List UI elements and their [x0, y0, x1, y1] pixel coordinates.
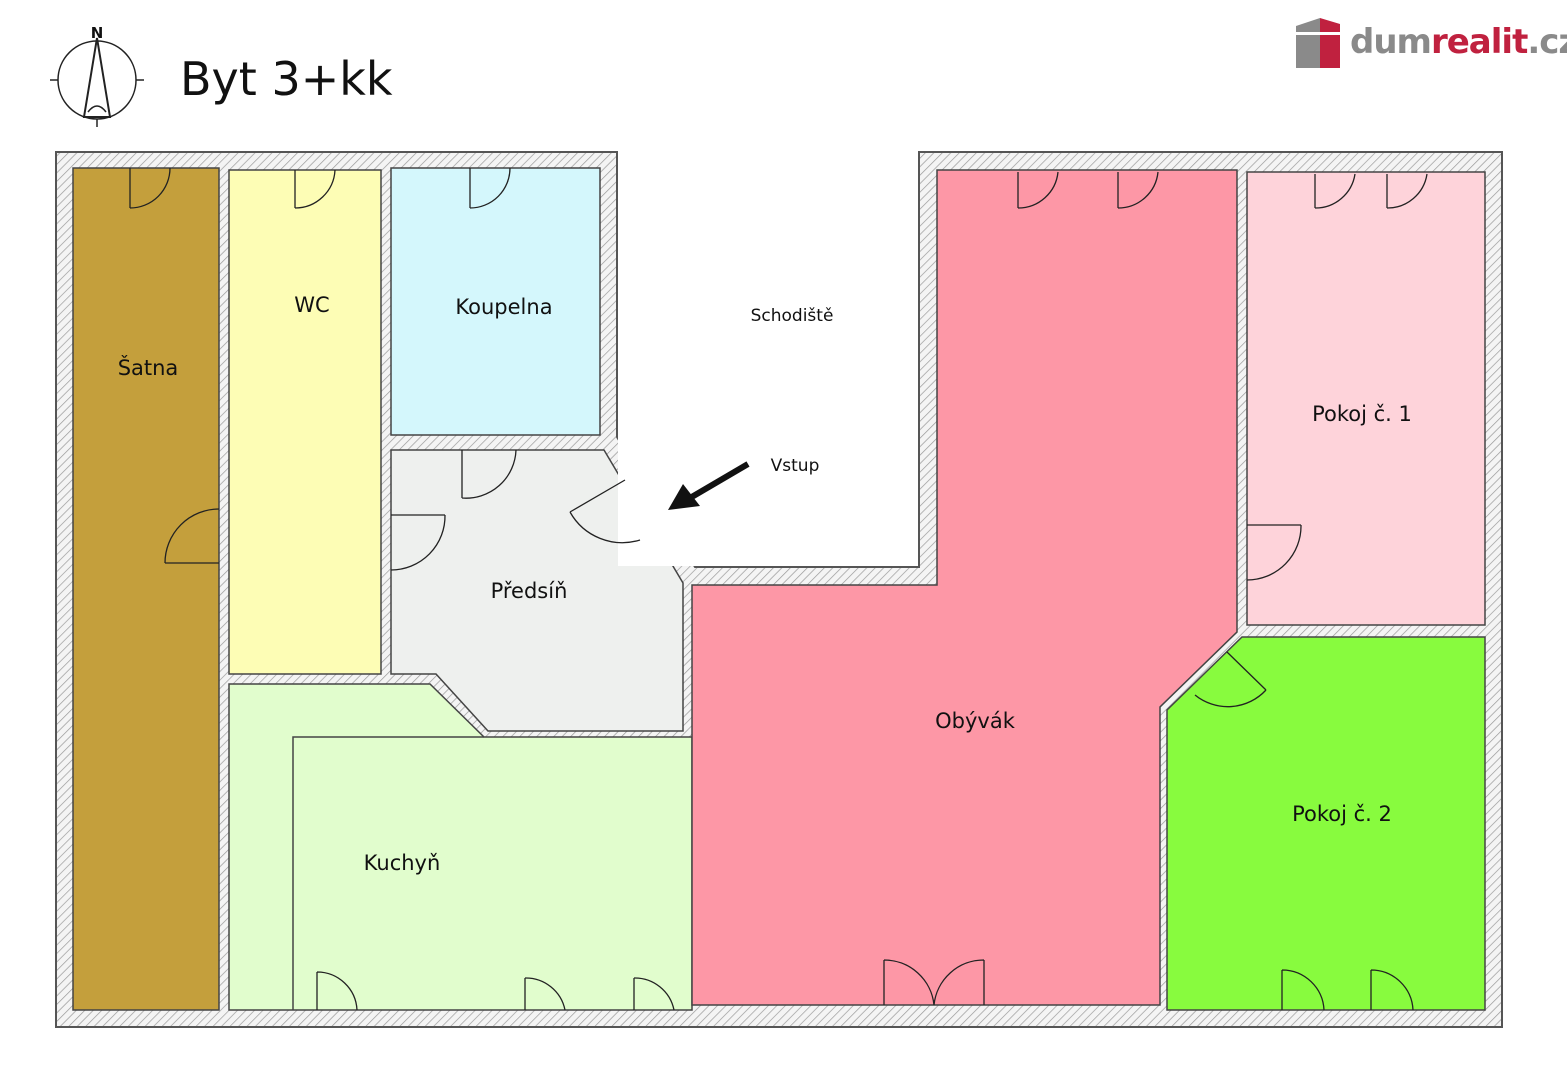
stairs-area-diag	[618, 153, 918, 566]
room-wc	[228, 169, 382, 675]
label-predsin: Předsíň	[491, 579, 568, 603]
label-pokoj1: Pokoj č. 1	[1312, 402, 1412, 426]
room-obyvak	[691, 169, 1238, 1006]
page-title: Byt 3+kk	[180, 52, 393, 106]
label-pokoj2: Pokoj č. 2	[1292, 802, 1392, 826]
room-koupelna	[390, 167, 601, 436]
logo-part-dum: dum	[1350, 22, 1432, 62]
compass-north-icon: N	[50, 24, 144, 127]
logo-building-icon	[1296, 18, 1340, 68]
logo-part-realit: realit	[1430, 22, 1528, 62]
entrance-arrow-icon	[668, 461, 750, 510]
label-stairs: Schodiště	[751, 306, 834, 326]
logo: dumrealit.cz	[1296, 14, 1567, 70]
logo-part-cz: .cz	[1527, 22, 1567, 62]
label-obyvak: Obývák	[935, 709, 1016, 733]
kitchen-counter-line	[292, 736, 484, 1010]
logo-text: dumrealit.cz	[1350, 22, 1567, 62]
label-satna: Šatna	[118, 355, 179, 380]
label-wc: WC	[294, 293, 329, 317]
label-koupelna: Koupelna	[455, 295, 552, 319]
doors	[129, 167, 1428, 1011]
room-predsin	[390, 449, 684, 732]
label-kuchyn: Kuchyň	[364, 851, 441, 875]
room-satna	[72, 167, 220, 1011]
room-pokoj2	[1166, 636, 1486, 1011]
room-pokoj1	[1246, 171, 1486, 626]
compass-label: N	[91, 24, 104, 42]
label-entrance: Vstup	[771, 456, 820, 476]
